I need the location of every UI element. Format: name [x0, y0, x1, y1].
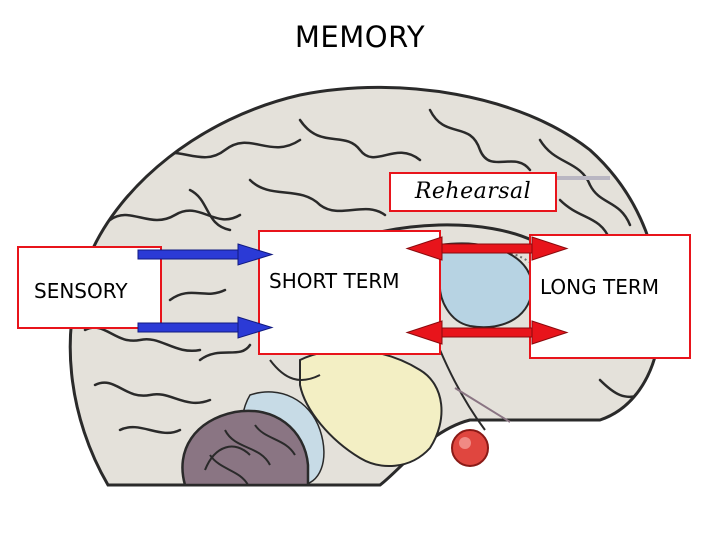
- page-title: MEMORY: [294, 20, 426, 54]
- long-term-label: LONG TERM: [540, 275, 659, 299]
- rehearsal-box: Rehearsal: [389, 172, 557, 212]
- cerebellum: [181, 409, 310, 487]
- long-term-memory-box: LONG TERM: [529, 234, 691, 359]
- sensory-label: SENSORY: [34, 279, 128, 303]
- short-long-double-arrow-top: [405, 236, 569, 261]
- pointer-line: [454, 387, 511, 423]
- sensory-to-short-term-arrow-bottom: [137, 316, 274, 339]
- short-long-double-arrow-bottom: [405, 320, 569, 345]
- fornix-curve: [269, 359, 321, 381]
- amygdala-highlight: [459, 437, 471, 449]
- rehearsal-label: Rehearsal: [414, 179, 532, 204]
- cerebellum-folds: [204, 424, 296, 486]
- sensory-to-short-term-arrow-top: [137, 243, 274, 266]
- short-term-label: SHORT TERM: [269, 269, 400, 293]
- hippocampal-tract: [439, 349, 486, 431]
- sensory-memory-box: SENSORY: [17, 246, 162, 329]
